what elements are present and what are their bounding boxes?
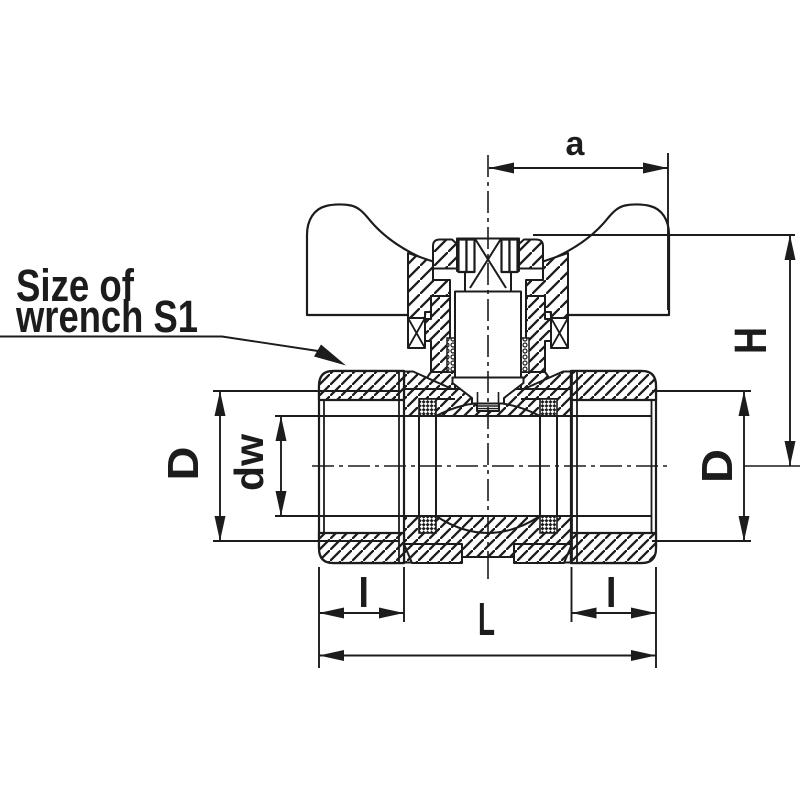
svg-text:wrench S1: wrench S1 [15,291,198,342]
svg-text:D: D [693,449,742,483]
svg-text:L: L [478,593,495,645]
svg-text:a: a [566,125,586,163]
svg-text:H: H [725,327,776,354]
svg-text:dw: dw [226,434,272,491]
svg-text:Size of: Size of [16,260,135,311]
svg-text:D: D [159,447,208,481]
